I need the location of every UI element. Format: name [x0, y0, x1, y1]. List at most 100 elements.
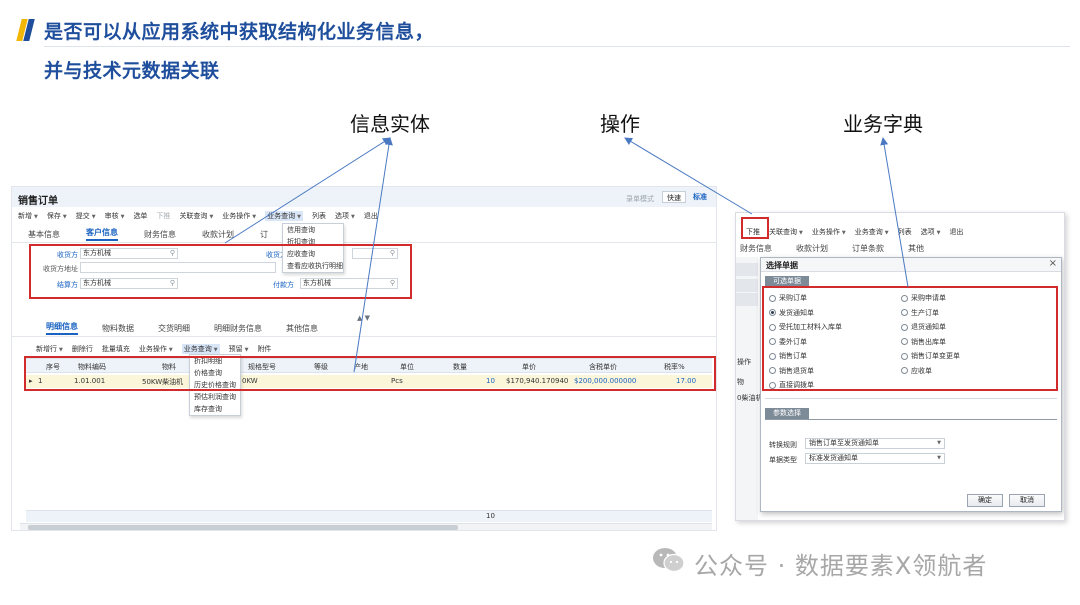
- menu-item[interactable]: 查看应收执行明细: [287, 262, 343, 270]
- search-icon[interactable]: ⚲: [169, 249, 175, 257]
- tab-item-2[interactable]: 订单条款: [852, 244, 884, 253]
- standard-mode-button[interactable]: 标准: [693, 193, 707, 201]
- radio-icon[interactable]: [901, 352, 908, 360]
- doc-radio[interactable]: 销售订单变更单: [901, 351, 960, 361]
- toolbar-button-6[interactable]: 关联查询▼: [179, 211, 213, 221]
- right-toolbar-button-1[interactable]: 关联查询▼: [769, 227, 803, 237]
- tab-item-1[interactable]: 物料数据: [102, 324, 134, 333]
- radio-icon[interactable]: [769, 367, 776, 374]
- tab-item-1[interactable]: 收款计划: [796, 244, 828, 253]
- payer-input[interactable]: 东方机械⚲: [300, 278, 398, 289]
- search-icon[interactable]: ⚲: [169, 279, 175, 287]
- column-header[interactable]: 含税单价: [589, 363, 617, 371]
- radio-icon[interactable]: [901, 323, 908, 331]
- cancel-button[interactable]: 取消: [1009, 494, 1045, 507]
- toolbar-button-8[interactable]: 业务查询▼: [265, 210, 304, 221]
- radio-icon[interactable]: [769, 323, 776, 331]
- tab-item-2[interactable]: 财务信息: [144, 230, 176, 239]
- horizontal-scrollbar[interactable]: [20, 523, 712, 530]
- tab-item-0[interactable]: 财务信息: [740, 244, 772, 253]
- column-header[interactable]: 物料: [162, 363, 176, 371]
- toolbar-button-0[interactable]: 新增▼: [18, 211, 38, 221]
- tab-item-3[interactable]: 明细财务信息: [214, 324, 262, 333]
- column-header[interactable]: 税率%: [664, 363, 685, 371]
- column-header[interactable]: 产地: [354, 363, 368, 371]
- column-header[interactable]: 物料编码: [78, 363, 106, 371]
- tab-item-1[interactable]: 客户信息: [86, 227, 118, 241]
- right-toolbar-button-6[interactable]: 退出: [949, 227, 963, 237]
- detail-toolbar-button-5[interactable]: 预留▼: [229, 344, 249, 354]
- right-toolbar-button-4[interactable]: 列表: [898, 227, 912, 237]
- scroll-thumb[interactable]: [28, 525, 458, 530]
- radio-icon[interactable]: [901, 338, 908, 345]
- toolbar-button-1[interactable]: 保存▼: [47, 211, 67, 221]
- column-header[interactable]: 等级: [314, 363, 328, 371]
- table-row[interactable]: ▸ 1 1.01.001 50KW柴油机 0KW Pcs 10 $170,940…: [26, 375, 712, 388]
- menu-item[interactable]: 预估利润查询: [194, 393, 236, 401]
- radio-icon[interactable]: [769, 338, 776, 345]
- radio-icon[interactable]: [901, 367, 908, 374]
- tab-item-0[interactable]: 基本信息: [28, 230, 60, 239]
- doc-radio[interactable]: 受托加工材料入库单: [769, 322, 842, 332]
- search-icon[interactable]: ⚲: [389, 249, 395, 257]
- column-header[interactable]: 数量: [453, 363, 467, 371]
- toolbar-button-11[interactable]: 退出: [364, 211, 378, 221]
- tab-item-4[interactable]: 订: [260, 230, 268, 239]
- doc-radio[interactable]: 生产订单: [901, 308, 939, 318]
- ok-button[interactable]: 确定: [967, 494, 1003, 507]
- rule-select[interactable]: 销售订单至发货通知单▼: [805, 438, 945, 449]
- column-header[interactable]: 单位: [400, 363, 414, 371]
- doc-radio[interactable]: 销售订单: [769, 351, 807, 361]
- doc-radio[interactable]: 采购申请单: [901, 293, 946, 303]
- detail-toolbar-button-1[interactable]: 删除行: [72, 344, 93, 354]
- quick-mode-button[interactable]: 快速: [662, 191, 686, 203]
- radio-icon[interactable]: [901, 309, 908, 316]
- receiver-input[interactable]: 东方机械⚲: [80, 248, 178, 259]
- detail-toolbar-button-6[interactable]: 附件: [257, 344, 271, 354]
- tab-item-2[interactable]: 交货明细: [158, 324, 190, 333]
- receiver-contact-input[interactable]: ⚲: [352, 248, 398, 259]
- settle-input[interactable]: 东方机械⚲: [80, 278, 178, 289]
- radio-icon[interactable]: [769, 294, 776, 302]
- menu-item[interactable]: 应收查询: [287, 250, 315, 258]
- menu-item[interactable]: 价格查询: [194, 369, 222, 377]
- receiver-address-input[interactable]: [80, 262, 276, 273]
- menu-item[interactable]: 信用查询: [287, 226, 315, 234]
- chevron-up-icon[interactable]: ▲ ▼: [357, 314, 370, 322]
- column-header[interactable]: 规格型号: [248, 363, 276, 371]
- toolbar-button-2[interactable]: 提交▼: [76, 211, 96, 221]
- toolbar-button-7[interactable]: 业务操作▼: [222, 211, 256, 221]
- search-icon[interactable]: ⚲: [389, 279, 395, 287]
- right-toolbar-button-5[interactable]: 选项▼: [921, 227, 941, 237]
- column-header[interactable]: 序号: [46, 363, 60, 371]
- radio-icon[interactable]: [769, 352, 776, 360]
- toolbar-button-9[interactable]: 列表: [312, 211, 326, 221]
- right-toolbar-button-2[interactable]: 业务操作▼: [812, 227, 846, 237]
- doc-radio[interactable]: 采购订单: [769, 293, 807, 303]
- toolbar-button-3[interactable]: 审核▼: [105, 211, 125, 221]
- right-toolbar-button-3[interactable]: 业务查询▼: [855, 227, 889, 237]
- menu-item[interactable]: 折扣明细: [194, 357, 222, 365]
- menu-item[interactable]: 库存查询: [194, 405, 222, 413]
- column-header[interactable]: 单价: [522, 363, 536, 371]
- radio-icon[interactable]: [769, 381, 776, 389]
- menu-item[interactable]: 折扣查询: [287, 238, 315, 246]
- doc-radio[interactable]: 销售退货单: [769, 366, 814, 376]
- doc-radio[interactable]: 退货通知单: [901, 322, 946, 332]
- right-toolbar-button-0[interactable]: 下推: [746, 227, 760, 237]
- menu-item[interactable]: 历史价格查询: [194, 381, 236, 389]
- tab-item-3[interactable]: 其他: [908, 244, 924, 253]
- close-icon[interactable]: ×: [1048, 258, 1057, 269]
- radio-icon[interactable]: [769, 309, 776, 316]
- radio-icon[interactable]: [901, 294, 908, 302]
- toolbar-button-4[interactable]: 选单: [133, 211, 147, 221]
- tab-item-4[interactable]: 其他信息: [286, 324, 318, 333]
- type-select[interactable]: 标准发货通知单▼: [805, 453, 945, 464]
- tab-item-3[interactable]: 收款计划: [202, 230, 234, 239]
- doc-radio[interactable]: 直接调拨单: [769, 380, 814, 390]
- doc-radio[interactable]: 销售出库单: [901, 337, 946, 347]
- detail-toolbar-button-2[interactable]: 批量填充: [102, 344, 130, 354]
- doc-radio[interactable]: 发货通知单: [769, 308, 814, 318]
- doc-radio[interactable]: 应收单: [901, 366, 932, 376]
- tab-item-0[interactable]: 明细信息: [46, 321, 78, 335]
